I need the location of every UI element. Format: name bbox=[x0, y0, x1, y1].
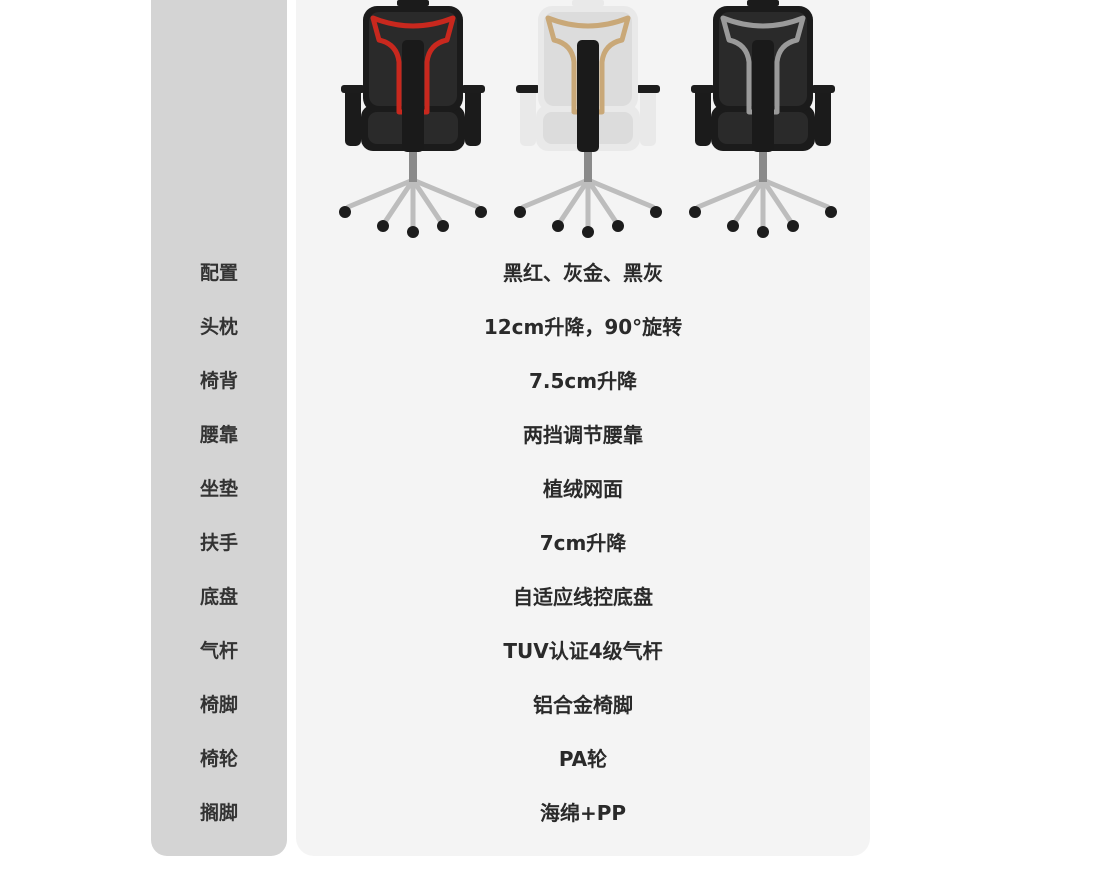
spec-row-footrest: 搁脚 海绵+PP bbox=[151, 786, 870, 840]
spec-label: 配置 bbox=[199, 262, 238, 284]
spec-row-chassis: 底盘 自适应线控底盘 bbox=[151, 570, 870, 624]
spec-row-seat: 坐垫 植绒网面 bbox=[151, 462, 870, 516]
product-chairs-image bbox=[339, 0, 837, 238]
spec-value: TUV认证4级气杆 bbox=[503, 639, 663, 663]
spec-value: 植绒网面 bbox=[543, 477, 623, 501]
spec-row-armrest: 扶手 7cm升降 bbox=[151, 516, 870, 570]
spec-row-lumbar: 腰靠 两挡调节腰靠 bbox=[151, 408, 870, 462]
spec-label-column bbox=[151, 0, 287, 856]
spec-value: 黑红、灰金、黑灰 bbox=[503, 261, 663, 285]
spec-label: 椅脚 bbox=[199, 694, 238, 716]
chair-black-red bbox=[339, 0, 487, 238]
spec-row-backrest: 椅背 7.5cm升降 bbox=[151, 354, 870, 408]
spec-label: 头枕 bbox=[199, 316, 238, 338]
spec-row-base: 椅脚 铝合金椅脚 bbox=[151, 678, 870, 732]
spec-value: 海绵+PP bbox=[539, 801, 627, 825]
spec-label: 椅背 bbox=[199, 370, 238, 392]
chair-black-gray bbox=[689, 0, 837, 238]
spec-label: 腰靠 bbox=[199, 424, 238, 446]
spec-row-headrest: 头枕 12cm升降，90°旋转 bbox=[151, 300, 870, 354]
spec-row-gas-lift: 气杆 TUV认证4级气杆 bbox=[151, 624, 870, 678]
spec-value: 两挡调节腰靠 bbox=[523, 423, 643, 447]
spec-value: 自适应线控底盘 bbox=[513, 585, 653, 609]
spec-label: 坐垫 bbox=[199, 478, 238, 500]
spec-value: 12cm升降，90°旋转 bbox=[483, 315, 683, 339]
spec-value: 铝合金椅脚 bbox=[533, 693, 633, 717]
spec-row-config: 配置 黑红、灰金、黑灰 bbox=[151, 246, 870, 300]
spec-label: 椅轮 bbox=[199, 748, 238, 770]
spec-label: 气杆 bbox=[199, 640, 238, 662]
spec-value: PA轮 bbox=[558, 747, 608, 771]
chair-gray-gold bbox=[514, 0, 662, 238]
spec-value: 7.5cm升降 bbox=[528, 369, 638, 393]
spec-label: 扶手 bbox=[199, 532, 238, 554]
spec-label: 底盘 bbox=[199, 586, 238, 608]
spec-value: 7cm升降 bbox=[539, 531, 627, 555]
spec-label: 搁脚 bbox=[199, 802, 238, 824]
spec-row-casters: 椅轮 PA轮 bbox=[151, 732, 870, 786]
